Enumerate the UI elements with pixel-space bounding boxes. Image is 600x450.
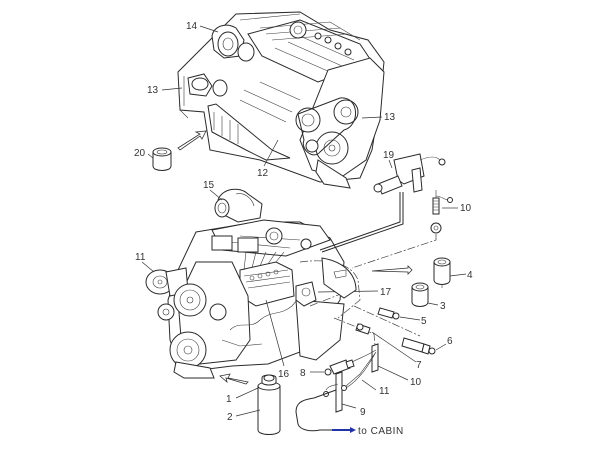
callout-2: 2 [227, 412, 233, 423]
callout-7: 7 [416, 360, 422, 371]
stop-solenoid-18: 19 [373, 150, 446, 195]
callout-13-lower: 11 [135, 252, 146, 263]
cabin-arrow [332, 427, 356, 433]
upper-callouts: 14 13 13 12 [147, 21, 396, 179]
pressure-switch-7: 7 [355, 323, 422, 371]
callout-3: 3 [440, 301, 446, 312]
callout-10: 10 [410, 377, 422, 388]
cabin-cable [295, 389, 337, 432]
callout-13-upper: 12 [257, 168, 269, 179]
callout-12: 10 [460, 203, 472, 214]
lower-callouts: 15 11 16 17 [135, 180, 392, 380]
fuel-filter-1-2: 1 2 [226, 374, 281, 435]
bracket-9: 9 [323, 371, 366, 418]
callout-4: 4 [467, 270, 473, 281]
lower-engine [145, 188, 345, 379]
leader-11 [361, 379, 377, 391]
stop-cable [319, 192, 404, 253]
filter-element-4: 4 [433, 257, 473, 288]
bracket-10: 10 [371, 343, 422, 388]
callout-14: 13 [147, 85, 159, 96]
centerline-5-6 [353, 305, 421, 337]
callout-20: 20 [134, 148, 146, 159]
filter-element-3: 3 [411, 282, 446, 312]
oil-filter-20: 20 [134, 147, 172, 171]
spring-sensor-12: 10 [430, 190, 472, 234]
direction-arrow-lower [219, 373, 249, 385]
callout-1: 1 [226, 394, 232, 405]
callout-16-upper: 14 [186, 21, 198, 32]
wire-harness-11 [345, 349, 377, 389]
callout-17: 16 [278, 369, 290, 380]
callout-15: 13 [384, 112, 396, 123]
centerline-12 [351, 234, 437, 269]
callout-9: 9 [360, 407, 366, 418]
callout-19: 17 [380, 287, 392, 298]
callout-16-lower: 15 [203, 180, 215, 191]
upper-engine [177, 11, 385, 189]
direction-arrow-middle [371, 265, 413, 275]
callout-5: 5 [421, 316, 427, 327]
direction-arrow-upper [177, 130, 207, 151]
temperature-sender-6: 6 [401, 336, 453, 355]
callout-11: 11 [379, 386, 390, 397]
callout-8: 8 [300, 368, 306, 379]
sensor-plug-5: 5 [377, 307, 427, 327]
cabin-label: to CABIN [358, 426, 404, 437]
sender-unit-8: 8 [300, 359, 355, 379]
callout-6: 6 [447, 336, 453, 347]
callout-18: 19 [383, 150, 395, 161]
